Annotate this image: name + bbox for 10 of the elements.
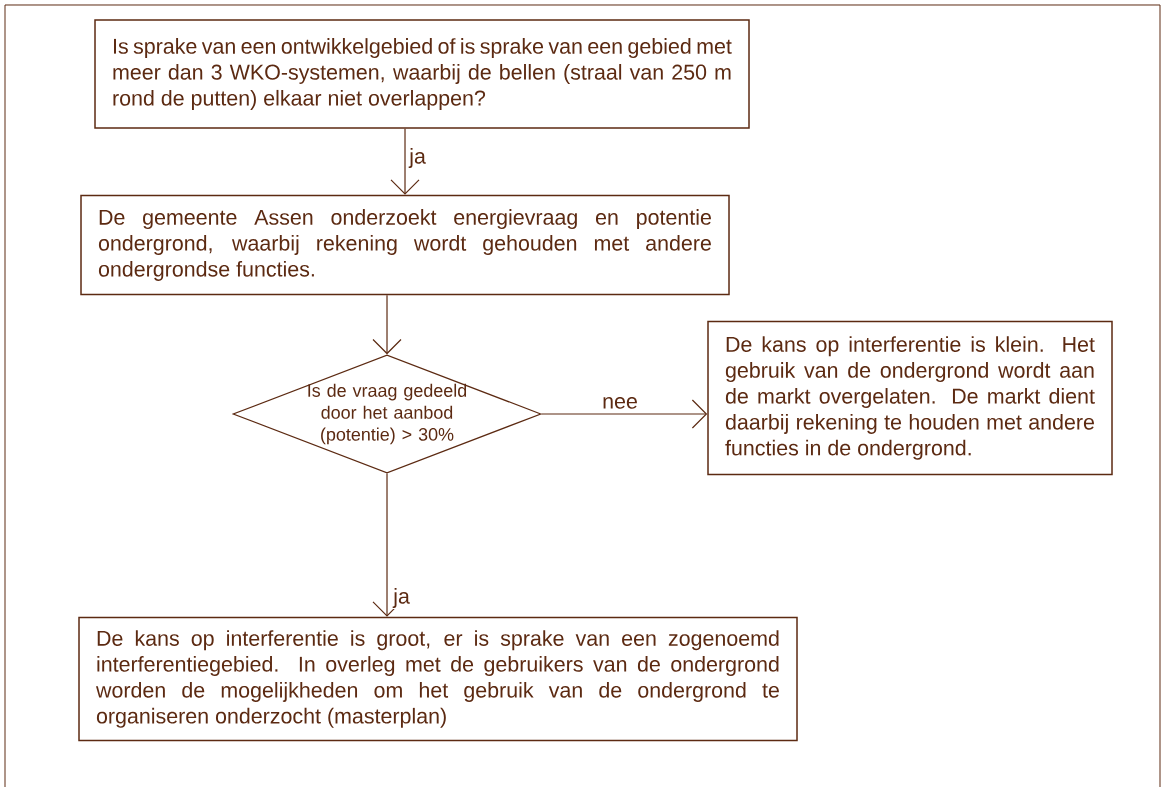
process-box: De kans op interferentie is klein. Het gebruik van de ondergrond wordt aan de markt overgelaten. De markt dient daarbij rekening te houden met andere functies in de ondergrond. xyxy=(707,320,1113,476)
arrow xyxy=(372,294,402,355)
edge-label: ja xyxy=(392,587,411,609)
process-box: De gemeente Assen onderzoekt energievraag en potentie ondergrond, waarbij rekening wordt gehouden met andere ondergrondse functies. xyxy=(80,194,730,296)
arrow xyxy=(541,399,708,429)
process-box: Is sprake van een ontwikkelgebied of is sprake van een gebied met meer dan 3 WKO-systemen, waarbij de bellen (straal van 250 m rond de putten) elkaar niet overlappen? xyxy=(94,19,750,129)
edge-label: ja xyxy=(408,147,427,169)
process-box: De kans op interferentie is groot, er is sprake van een zogenoemd interferentiegebied. In overleg met de gebruikers van de ondergrond worden de mogelijkheden om het gebruik van de ondergrond te organiseren onderzocht (masterplan) xyxy=(78,616,798,742)
edge-label: nee xyxy=(601,396,639,410)
arrow xyxy=(390,128,420,195)
